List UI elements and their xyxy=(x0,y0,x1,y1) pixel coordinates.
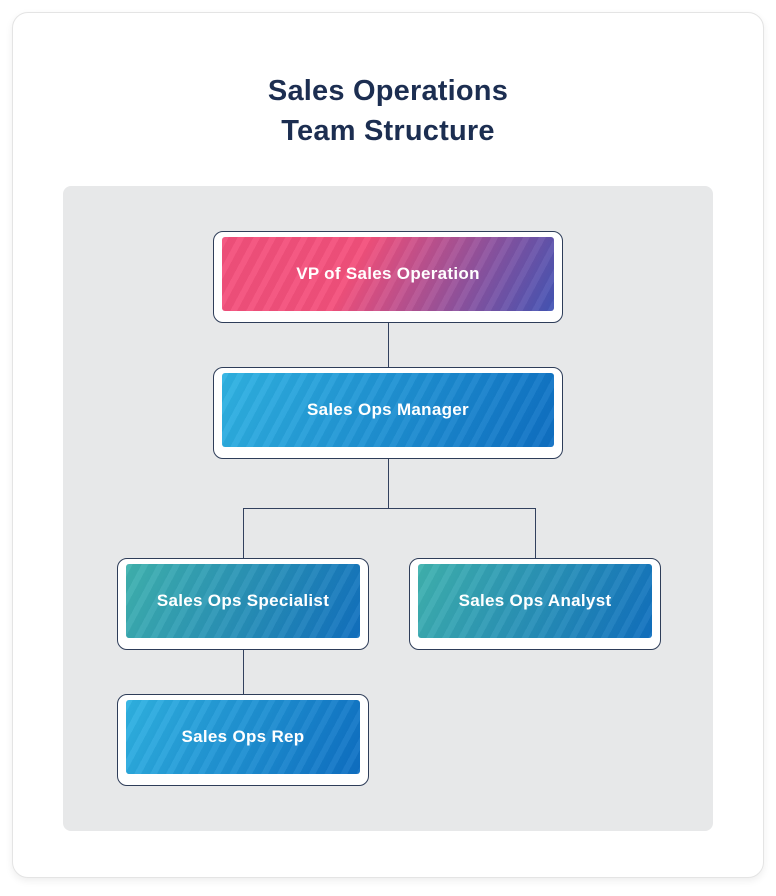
org-node-analyst-label: Sales Ops Analyst xyxy=(458,591,612,610)
connector-drop-analyst xyxy=(535,508,536,558)
org-node-rep-box: Sales Ops Rep xyxy=(126,700,360,774)
org-node-specialist-box: Sales Ops Specialist xyxy=(126,564,360,638)
org-node-vp: VP of Sales Operation xyxy=(213,231,563,323)
connector-manager-branch xyxy=(243,508,536,509)
connector-drop-specialist xyxy=(243,508,244,558)
org-node-rep-label: Sales Ops Rep xyxy=(181,727,305,746)
org-chart-canvas: VP of Sales Operation Sales Ops Manager … xyxy=(63,186,713,831)
org-node-analyst-box: Sales Ops Analyst xyxy=(418,564,652,638)
org-node-manager: Sales Ops Manager xyxy=(213,367,563,459)
chart-title-line1: Sales Operations xyxy=(267,75,509,107)
org-node-vp-label: VP of Sales Operation xyxy=(296,264,480,283)
org-node-specialist-label: Sales Ops Specialist xyxy=(156,591,330,610)
connector-vp-to-manager xyxy=(388,323,389,367)
org-node-analyst: Sales Ops Analyst xyxy=(409,558,661,650)
chart-title-line2: Team Structure xyxy=(281,115,495,147)
org-node-manager-label: Sales Ops Manager xyxy=(307,400,469,419)
org-node-specialist: Sales Ops Specialist xyxy=(117,558,369,650)
org-node-vp-box: VP of Sales Operation xyxy=(222,237,554,311)
org-node-manager-box: Sales Ops Manager xyxy=(222,373,554,447)
org-node-rep: Sales Ops Rep xyxy=(117,694,369,786)
connector-manager-stem xyxy=(388,459,389,509)
connector-specialist-to-rep xyxy=(243,650,244,694)
